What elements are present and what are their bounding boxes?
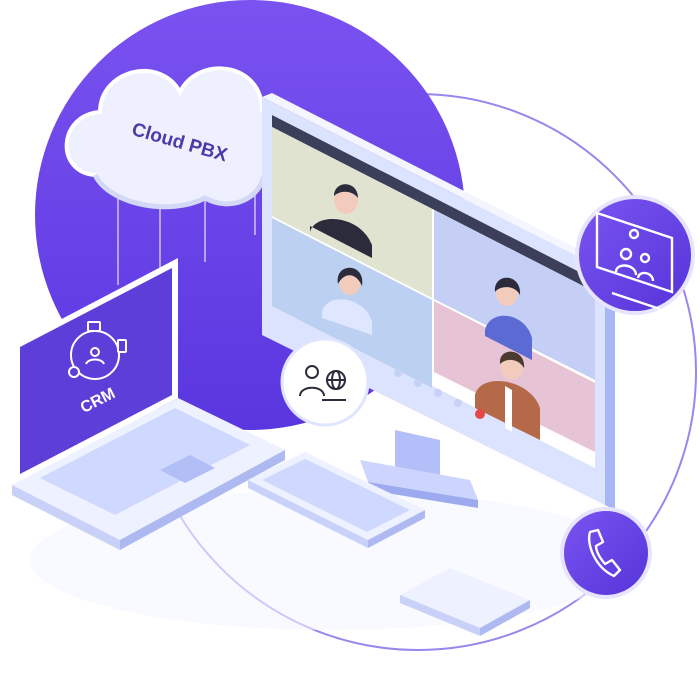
video-conference-badge[interactable] bbox=[575, 195, 695, 315]
laptop-keyboard bbox=[40, 408, 250, 515]
cloud-pbx: Cloud PBX bbox=[64, 66, 295, 210]
video-conference-icon bbox=[595, 211, 674, 311]
phone-icon bbox=[587, 528, 622, 578]
desktop-keyboard bbox=[248, 452, 425, 548]
crm-cycle-icon bbox=[68, 321, 127, 380]
laptop-trackpad bbox=[160, 455, 215, 483]
participant-avatar-4 bbox=[475, 351, 540, 440]
desktop-monitor bbox=[262, 93, 615, 510]
call-window-titlebar bbox=[272, 115, 595, 292]
agent-globe-badge[interactable] bbox=[280, 337, 370, 427]
laptop: CRM bbox=[12, 258, 285, 550]
video-tile-1 bbox=[272, 127, 432, 298]
participant-avatar-3 bbox=[322, 267, 372, 335]
agent-globe-icon bbox=[299, 365, 346, 401]
desktop-mouse-pad bbox=[400, 568, 530, 636]
participant-avatar-2 bbox=[485, 277, 532, 360]
end-call-button[interactable] bbox=[475, 409, 485, 419]
phone-badge[interactable] bbox=[560, 507, 652, 599]
participant-avatar-1 bbox=[310, 184, 372, 258]
call-controls[interactable] bbox=[394, 369, 485, 419]
